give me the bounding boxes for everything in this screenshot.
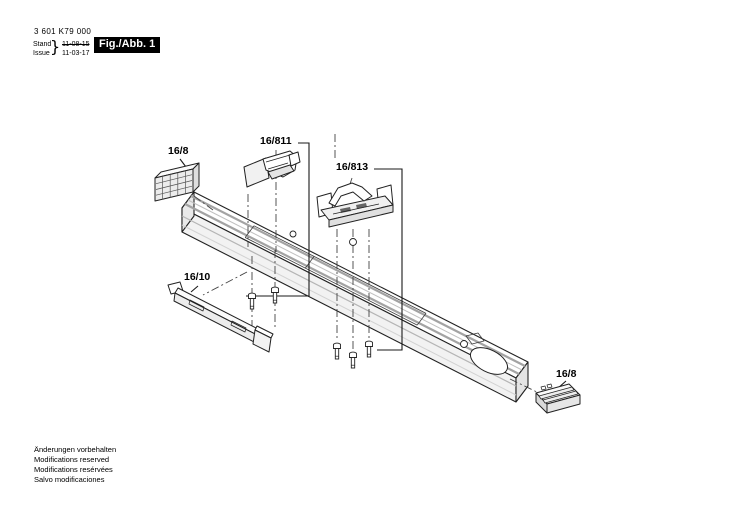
label-adapter-bracket: 16/811 <box>260 135 292 147</box>
end-cap-bottom-right <box>535 383 581 414</box>
notice-line-fr: Modifications resérvées <box>34 465 113 474</box>
screw <box>333 342 341 360</box>
part-number: 3 601 K79 000 <box>34 27 92 36</box>
rail-center-plate <box>244 225 427 326</box>
screw <box>248 292 256 310</box>
label-clamp: 16/813 <box>336 161 369 173</box>
main-rail <box>181 191 529 403</box>
rail-small-hole <box>460 340 468 348</box>
modification-notices: Änderungen vorbehalten Modifications res… <box>34 445 116 485</box>
slide-strip-16-10 <box>167 281 274 353</box>
notice-line-en: Modifications reserved <box>34 455 110 464</box>
screw <box>271 286 279 304</box>
label-end-cap-top-left: 16/8 <box>168 145 189 157</box>
adapter-bracket-16-811 <box>243 150 301 188</box>
label-slide-strip: 16/10 <box>184 271 211 283</box>
stand-label: Stand <box>33 41 52 48</box>
revision-brace: } <box>50 37 61 56</box>
washer-holes <box>289 230 357 246</box>
screws <box>248 286 373 369</box>
notice-line-de: Änderungen vorbehalten <box>34 445 117 454</box>
notice-line-es: Salvo modificaciones <box>34 475 105 484</box>
superseded-date: 11-08-15 <box>62 41 90 48</box>
rail-notch <box>465 332 485 345</box>
issue-label: Issue <box>33 50 50 57</box>
label-end-cap-bottom-right: 16/8 <box>556 368 577 380</box>
figure-badge: Fig./Abb. 1 <box>94 37 161 53</box>
label-leader-lines <box>179 142 567 390</box>
screw <box>365 340 373 358</box>
screw <box>349 351 357 369</box>
clamp-16-813 <box>316 182 394 228</box>
rail-oval-hole <box>469 347 509 375</box>
current-date: 11-03-17 <box>62 50 90 57</box>
end-cap-top-left <box>154 162 200 202</box>
